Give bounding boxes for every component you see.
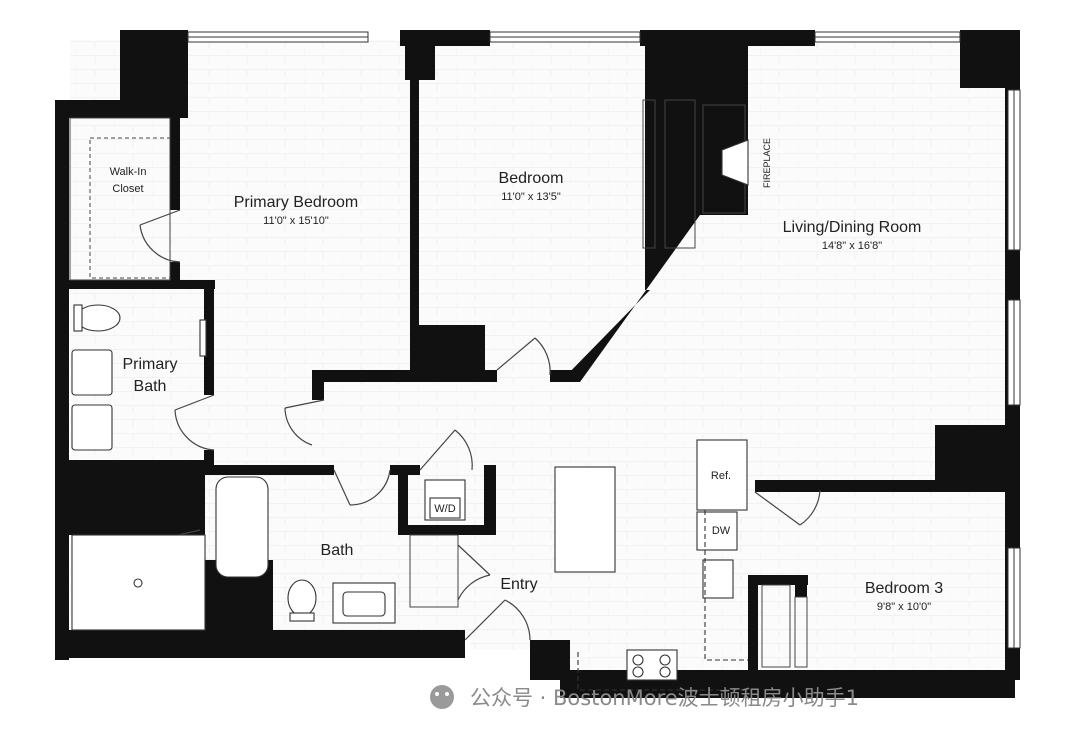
bedroom-name: Bedroom bbox=[499, 170, 564, 187]
washer-dryer-label: W/D bbox=[434, 503, 455, 515]
watermark: 公众号 · BostonMore波士顿租房小助手1 bbox=[430, 685, 859, 710]
refrigerator bbox=[696, 439, 748, 511]
fixture-labels: FIREPLACE Ref. DW W/D bbox=[434, 138, 772, 537]
kitchen bbox=[554, 439, 748, 691]
doors bbox=[134, 209, 821, 641]
bath-label: Bath bbox=[321, 542, 354, 559]
room-labels: Primary Bedroom 11'0" x 15'10" Bedroom 1… bbox=[110, 166, 944, 613]
dishwasher bbox=[696, 511, 738, 551]
bedroom3-dims: 9'8" x 10'0" bbox=[877, 601, 931, 613]
bedroom3-name: Bedroom 3 bbox=[865, 580, 943, 597]
walk-in-closet-label-2: Closet bbox=[112, 183, 143, 195]
walk-in-closet-label-1: Walk-In bbox=[110, 166, 147, 178]
bedroom-dims: 11'0" x 13'5" bbox=[501, 191, 561, 203]
wechat-icon bbox=[430, 685, 454, 709]
closet-outlines bbox=[69, 99, 808, 668]
kitchen-island bbox=[554, 466, 616, 573]
washer-dryer-unit bbox=[424, 479, 466, 521]
fireplace-label: FIREPLACE bbox=[762, 138, 772, 188]
refrigerator-label: Ref. bbox=[711, 470, 731, 482]
living-dining-dims: 14'8" x 16'8" bbox=[822, 240, 882, 252]
entry-label: Entry bbox=[500, 576, 537, 593]
primary-bath-label-1: Primary bbox=[122, 356, 177, 373]
fireplace bbox=[721, 139, 749, 186]
watermark-text: 公众号 · BostonMore波士顿租房小助手1 bbox=[470, 686, 859, 710]
living-dining-name: Living/Dining Room bbox=[783, 219, 922, 236]
primary-bedroom-name: Primary Bedroom bbox=[234, 194, 358, 211]
vanity-sink-1 bbox=[71, 349, 113, 396]
vanity-sink-2 bbox=[71, 404, 113, 451]
window-lines bbox=[188, 36, 1015, 648]
primary-bath-label-2: Bath bbox=[134, 378, 167, 395]
bath-fixtures bbox=[71, 304, 396, 631]
dishwasher-label: DW bbox=[712, 525, 731, 537]
kitchen-sink bbox=[702, 559, 734, 599]
floor-area bbox=[70, 40, 1010, 690]
primary-bedroom-dims: 11'0" x 15'10" bbox=[263, 215, 329, 227]
